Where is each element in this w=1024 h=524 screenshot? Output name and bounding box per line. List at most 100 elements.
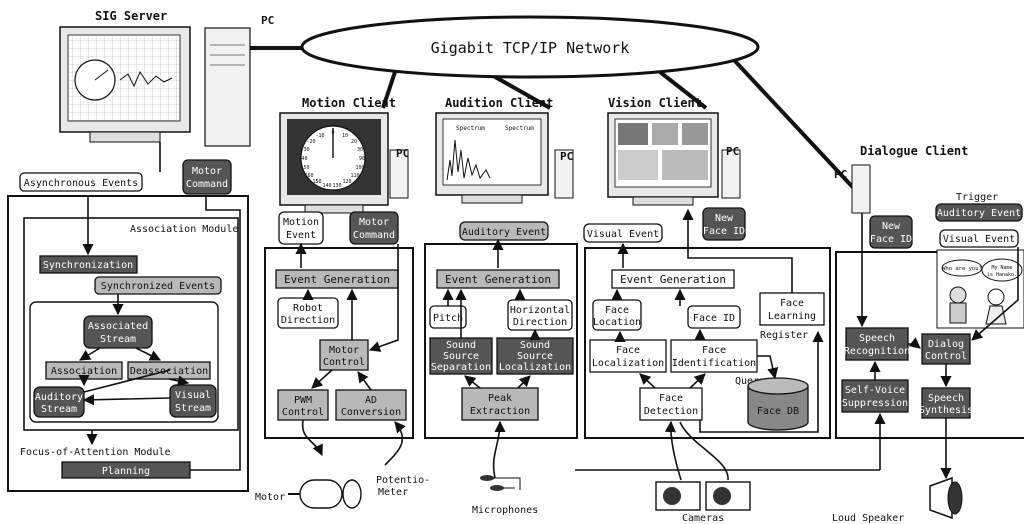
sound-loc-line3: Localization xyxy=(499,362,571,373)
trigger-visual-event-box xyxy=(939,229,1019,248)
visual-event-box xyxy=(583,223,663,243)
query-label: Query xyxy=(735,376,765,387)
vision-event-generation-box xyxy=(611,269,735,289)
gauge-tick: 90 xyxy=(359,156,365,162)
visual-event-label: Visual Event xyxy=(587,229,659,240)
network-label: Gigabit TCP/IP Network xyxy=(431,39,630,57)
speech-bubble-human-line1: My Name xyxy=(991,265,1012,271)
gauge-tick: 10 xyxy=(342,133,348,139)
speech-recognition-line1: Speech xyxy=(859,333,895,344)
gauge-tick: -30 xyxy=(300,147,309,153)
ad-conversion-box xyxy=(335,389,407,421)
gauge-tick: 120 xyxy=(342,179,351,185)
motion-client-section: Motion Client 0 10 20 30 -10 -20 -30 -40… xyxy=(255,96,430,509)
gauge-tick: 130 xyxy=(332,183,341,189)
face-id-label: Face ID xyxy=(693,313,735,324)
face-detection-box xyxy=(639,387,703,421)
sig-pc-label: PC xyxy=(261,14,274,27)
face-localization-line1: Face xyxy=(616,345,640,356)
gauge-tick: -40 xyxy=(298,156,307,162)
auditory-event-box xyxy=(459,221,549,241)
motion-monitor-icon xyxy=(279,112,389,214)
asynchronous-events-label: Asynchronous Events xyxy=(24,178,138,189)
gauge-tick: -50 xyxy=(300,165,309,171)
foa-module-label: Focus-of-Attention Module xyxy=(20,447,171,458)
audition-monitor-icon: Spectrum Spectrum xyxy=(435,112,549,204)
cameras-label: Cameras xyxy=(682,513,724,524)
vision-new-face-id-box xyxy=(702,207,746,241)
motion-motor-command-line1: Motor xyxy=(359,217,389,228)
associated-stream-line2: Stream xyxy=(100,334,136,345)
horizontal-direction-line1: Horizontal xyxy=(510,305,570,316)
audition-screen-label: Spectrum xyxy=(505,125,534,132)
pwm-control-line2: Control xyxy=(282,407,324,418)
sound-sep-line2: Source xyxy=(443,351,479,362)
network-links xyxy=(250,43,862,197)
asynchronous-events-box xyxy=(19,172,143,192)
ad-conversion-line1: AD xyxy=(365,395,377,406)
motion-motor-command-box xyxy=(349,211,399,245)
motor-icon xyxy=(288,479,362,509)
motor-control-box xyxy=(319,339,369,371)
gauge-tick: 0 xyxy=(331,130,334,136)
motion-event-line2: Event xyxy=(286,230,316,241)
synchronized-events-box xyxy=(94,276,222,295)
human-figure-icon xyxy=(985,288,1007,325)
synchronized-events-label: Synchronized Events xyxy=(101,281,215,292)
motion-pc-label: PC xyxy=(396,147,409,160)
dialogue-new-face-id-line1: New xyxy=(882,221,901,232)
gauge-tick: -10 xyxy=(315,133,324,139)
face-identification-box xyxy=(670,339,758,373)
vision-event-generation-label: Event Generation xyxy=(620,273,726,286)
motion-event-generation-label: Event Generation xyxy=(284,273,390,286)
audition-pc-tower-icon xyxy=(554,149,574,199)
gauge-tick: 100 xyxy=(355,165,364,171)
sig-motor-command-box xyxy=(182,159,232,195)
gauge-tick: 160 xyxy=(304,173,313,179)
motion-pc-tower-icon xyxy=(389,149,409,199)
face-localization-line2: Localization xyxy=(592,358,664,369)
sig-motor-command-line1: Motor xyxy=(192,166,222,177)
network-ellipse: Gigabit TCP/IP Network xyxy=(300,15,760,79)
potentiometer-label-line2: Meter xyxy=(378,487,408,498)
self-voice-line2: Suppression xyxy=(842,398,908,409)
peak-extraction-line1: Peak xyxy=(488,393,512,404)
robot-figure-icon xyxy=(949,286,967,324)
gauge-tick: 30 xyxy=(357,147,363,153)
vision-new-face-id-line1: New xyxy=(715,213,734,224)
trigger-label: Trigger xyxy=(956,192,998,203)
speech-synthesis-box xyxy=(921,387,971,419)
dialogue-connectors xyxy=(575,213,1019,480)
face-location-line2: Location xyxy=(593,317,641,328)
microphones-icon xyxy=(480,475,521,491)
face-detection-line1: Face xyxy=(659,393,683,404)
gauge-tick: 20 xyxy=(351,139,357,145)
gauge-tick: -20 xyxy=(306,139,315,145)
speech-recognition-line2: Recognition xyxy=(844,346,910,357)
audition-connectors xyxy=(442,238,541,479)
synchronization-box xyxy=(39,255,138,274)
vision-new-face-id-line2: Face ID xyxy=(703,226,745,237)
synchronization-label: Synchronization xyxy=(43,260,133,271)
audition-event-generation-box xyxy=(436,269,560,289)
face-detection-line2: Detection xyxy=(644,406,698,417)
face-learning-line1: Face xyxy=(780,298,804,309)
potentiometer-label-line1: Potentio- xyxy=(376,475,430,486)
face-identification-line2: Identification xyxy=(672,358,756,369)
dialog-control-line2: Control xyxy=(925,351,967,362)
peak-extraction-line2: Extraction xyxy=(470,406,530,417)
sound-loc-line1: Sound xyxy=(520,340,550,351)
trigger-auditory-event-box xyxy=(935,203,1023,222)
associated-stream-box xyxy=(83,315,153,349)
audition-client-title: Audition Client xyxy=(445,96,553,110)
auditory-stream-line2: Stream xyxy=(41,404,77,415)
conversation-illustration: Who are you? My Name is Hanako. xyxy=(936,249,1024,329)
dialogue-pc-tower-icon xyxy=(851,164,871,214)
vision-client-title: Vision Client xyxy=(608,96,702,110)
speech-bubble-human-line2: is Hanako. xyxy=(987,272,1017,278)
face-learning-line2: Learning xyxy=(768,311,816,322)
cameras-icon xyxy=(655,481,751,511)
gauge-tick: 150 xyxy=(312,179,321,185)
robot-direction-line2: Direction xyxy=(281,315,335,326)
